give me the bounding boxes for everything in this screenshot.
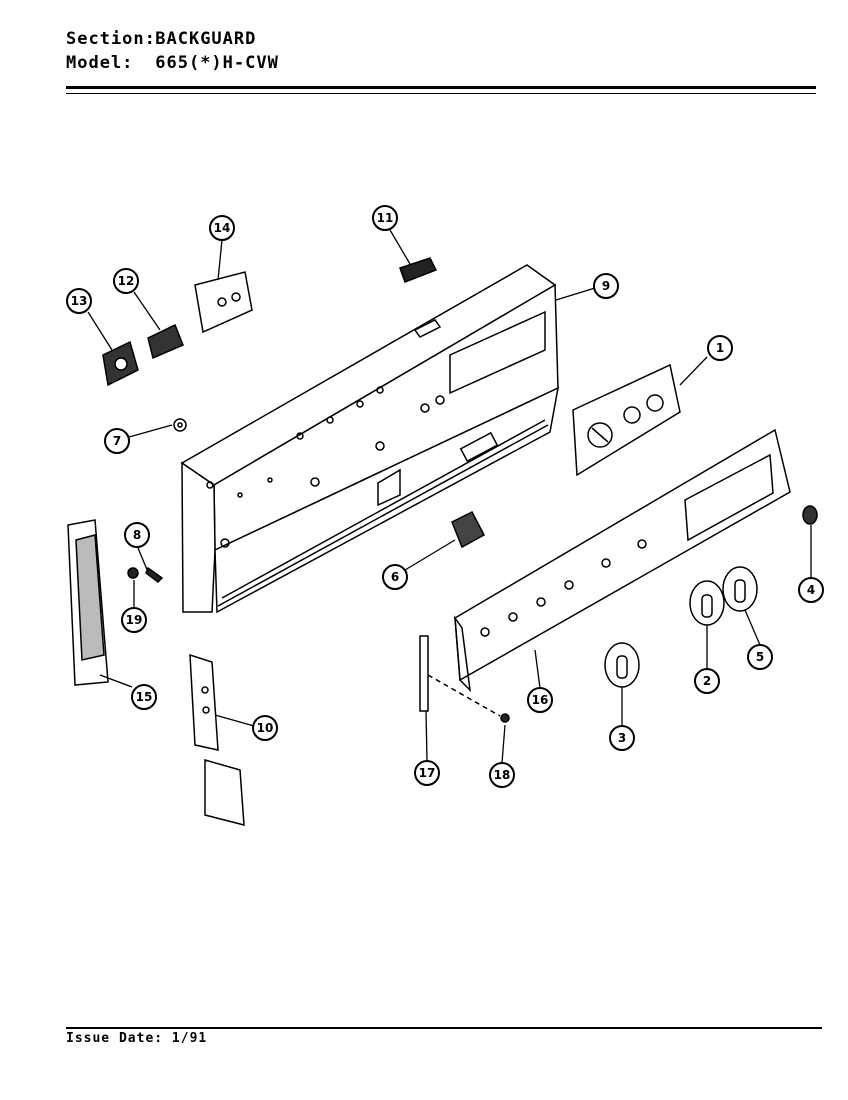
svg-text:8: 8	[133, 528, 141, 542]
svg-text:2: 2	[703, 674, 711, 688]
svg-text:15: 15	[136, 690, 153, 704]
svg-text:13: 13	[71, 294, 88, 308]
svg-text:5: 5	[756, 650, 764, 664]
issue-date-label: Issue Date:	[66, 1031, 164, 1046]
callout-16: 16	[527, 687, 553, 713]
issue-date-value: 1/91	[171, 1031, 208, 1046]
knob-insert-part-4	[802, 505, 818, 525]
svg-text:4: 4	[807, 583, 815, 597]
knob-part-3	[604, 642, 640, 688]
strip-part-17	[419, 635, 429, 712]
svg-text:6: 6	[391, 570, 399, 584]
callout-14: 14	[209, 215, 235, 241]
leader-lines	[87, 229, 812, 764]
model-heading: Model: 665(*)H-CVW	[66, 53, 279, 73]
knob-part-2	[689, 580, 725, 626]
bracket-part-10	[189, 653, 245, 826]
svg-text:3: 3	[618, 731, 626, 745]
svg-text:16: 16	[532, 693, 549, 707]
svg-text:18: 18	[494, 768, 511, 782]
screw-part-19	[127, 567, 139, 579]
callout-3: 3	[609, 725, 635, 751]
callout-19: 19	[121, 607, 147, 633]
switch-part-13	[102, 340, 139, 387]
svg-text:10: 10	[257, 721, 274, 735]
switch-part-12	[147, 323, 184, 360]
svg-text:11: 11	[377, 211, 394, 225]
switch-part-14	[194, 271, 253, 334]
header-rule-thin	[66, 93, 816, 94]
svg-text:9: 9	[602, 279, 610, 293]
callout-18: 18	[489, 762, 515, 788]
nut-part-7	[173, 418, 187, 432]
svg-text:17: 17	[419, 766, 436, 780]
end-cap-part-15	[67, 519, 109, 686]
switch-part-11	[399, 257, 438, 283]
header-rule-thick	[66, 86, 816, 89]
backguard-panel	[180, 264, 559, 614]
model-value: 665(*)H-CVW	[155, 53, 279, 73]
callout-1: 1	[707, 335, 733, 361]
clock-timer-module	[572, 363, 681, 477]
control-panel-trim	[454, 428, 791, 693]
callout-13: 13	[66, 288, 92, 314]
model-label: Model:	[66, 53, 134, 73]
knob-part-5	[722, 566, 758, 612]
svg-text:12: 12	[118, 274, 135, 288]
callout-17: 17	[414, 760, 440, 786]
section-label: Section:	[66, 29, 156, 49]
callout-6: 6	[382, 564, 408, 590]
callout-12: 12	[113, 268, 139, 294]
callout-8: 8	[124, 522, 150, 548]
svg-text:1: 1	[716, 341, 724, 355]
footer-rule	[66, 1027, 822, 1029]
screw-part-8	[145, 566, 164, 583]
svg-text:19: 19	[126, 613, 143, 627]
callout-15: 15	[131, 684, 157, 710]
clip-part-6	[451, 510, 486, 549]
issue-date: Issue Date: 1/91	[66, 1031, 207, 1046]
section-value: BACKGUARD	[155, 29, 257, 49]
callout-2: 2	[694, 668, 720, 694]
callout-5: 5	[747, 644, 773, 670]
callout-10: 10	[252, 715, 278, 741]
callout-7: 7	[104, 428, 130, 454]
callout-4: 4	[798, 577, 824, 603]
svg-text:7: 7	[113, 434, 121, 448]
svg-text:14: 14	[214, 221, 231, 235]
callout-9: 9	[593, 273, 619, 299]
section-heading: Section: BACKGUARD	[66, 29, 256, 49]
screw-part-18	[427, 674, 510, 723]
callout-11: 11	[372, 205, 398, 231]
